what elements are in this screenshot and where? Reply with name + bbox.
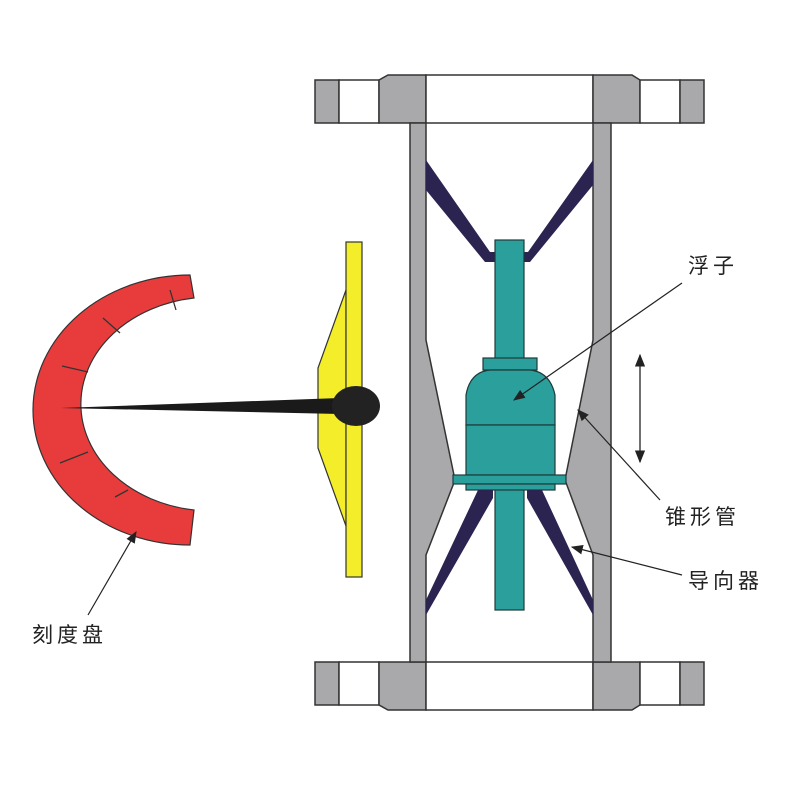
dial-ticks bbox=[59, 289, 177, 498]
top-guide bbox=[426, 160, 593, 262]
dial-leader bbox=[87, 530, 137, 616]
label-guide: 导向器 bbox=[688, 569, 763, 593]
dial bbox=[32, 274, 195, 546]
pointer-needle bbox=[60, 386, 380, 426]
float bbox=[452, 239, 567, 611]
bottom-flange bbox=[314, 661, 705, 711]
label-float: 浮子 bbox=[688, 254, 738, 278]
tube-leader bbox=[577, 409, 661, 501]
tapered-tube bbox=[409, 122, 612, 663]
top-flange bbox=[314, 74, 705, 124]
guide-leader bbox=[570, 545, 683, 576]
label-tapered-tube: 锥形管 bbox=[665, 505, 740, 529]
label-dial: 刻度盘 bbox=[32, 623, 107, 647]
bottom-guide bbox=[426, 490, 593, 615]
float-leader bbox=[513, 282, 683, 401]
